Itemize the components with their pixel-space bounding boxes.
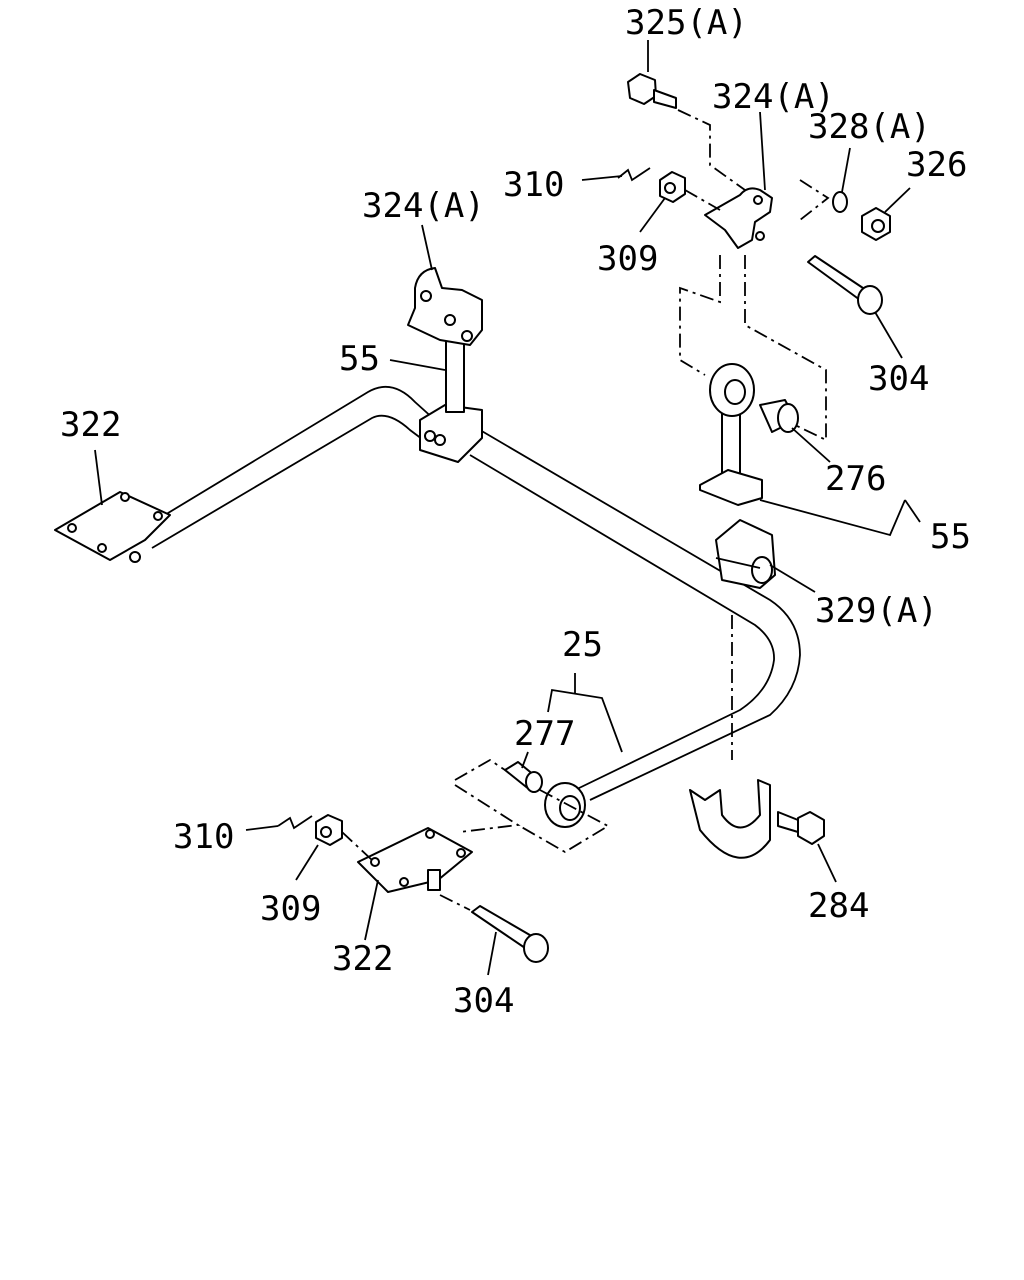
- callout-310-bottom: 310: [173, 817, 234, 857]
- pin-304-bottom: [471, 905, 549, 963]
- bar-bushing-clamp: [419, 404, 483, 463]
- cotter-pin-310-bottom: [277, 815, 313, 830]
- callout-324a-left: 324(A): [362, 186, 485, 226]
- stabilizer-bar: [139, 385, 801, 801]
- bracket-324-left: [407, 267, 483, 346]
- bar-end-eye: [544, 782, 586, 828]
- callout-328a: 328(A): [808, 107, 931, 147]
- bushing-277: [504, 761, 543, 793]
- plate-322-bottom: [357, 827, 473, 893]
- callout-284: 284: [808, 886, 869, 926]
- callout-324a-top: 324(A): [712, 77, 835, 117]
- callout-277: 277: [514, 714, 575, 754]
- washer-328a: [832, 191, 848, 213]
- nut-309-bottom: [315, 814, 343, 846]
- callout-304-bottom: 304: [453, 981, 514, 1021]
- bolt-284: [777, 811, 825, 845]
- link-55-right: [699, 363, 763, 506]
- callout-labels: 325(A) 324(A) 328(A) 326 310 309 324(A) …: [60, 3, 971, 1021]
- callout-322-bottom: 322: [332, 939, 393, 979]
- dash-lines: [341, 109, 830, 911]
- callout-304-top: 304: [868, 359, 929, 399]
- callout-326: 326: [906, 145, 967, 185]
- plate-322-left: [54, 491, 171, 563]
- callout-309-top: 309: [597, 239, 658, 279]
- callout-309-bottom: 309: [260, 889, 321, 929]
- callout-310-top: 310: [503, 165, 564, 205]
- nut-326: [861, 207, 891, 241]
- bushing-276: [759, 399, 799, 433]
- link-rod-left: [445, 339, 465, 413]
- nut-309-top: [659, 171, 686, 203]
- cotter-pin-310-top: [617, 167, 651, 182]
- bracket-324-top: [704, 187, 773, 249]
- callout-25: 25: [562, 625, 603, 665]
- callout-55-left: 55: [339, 339, 380, 379]
- bushing-329a: [715, 519, 776, 589]
- callout-276: 276: [825, 459, 886, 499]
- callout-329a: 329(A): [815, 591, 938, 631]
- callout-325a: 325(A): [625, 3, 748, 43]
- pin-304-top: [807, 255, 883, 315]
- clamp-bracket: [689, 779, 771, 859]
- leader-lines: [94, 40, 921, 976]
- bolt-325a: [627, 73, 677, 109]
- callout-55-right: 55: [930, 517, 971, 557]
- callout-322-left: 322: [60, 405, 121, 445]
